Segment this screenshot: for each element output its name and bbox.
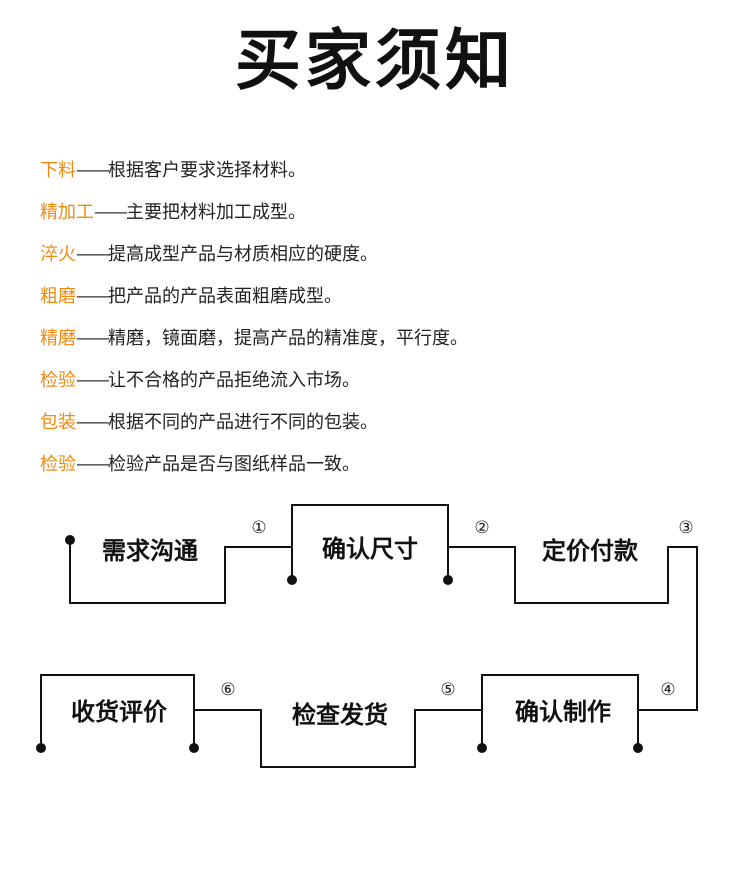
list-item: 精加工——主要把材料加工成型。	[40, 198, 468, 240]
item-dash: ——	[94, 202, 128, 223]
flow-step-2: 确认尺寸	[322, 535, 418, 563]
item-key: 精加工	[40, 202, 94, 223]
step-number-5: ⑤	[440, 680, 455, 700]
item-desc: 让不合格的产品拒绝流入市场。	[108, 370, 360, 391]
item-dash: ——	[76, 286, 110, 307]
item-key: 粗磨	[40, 286, 76, 307]
item-key: 下料	[40, 160, 76, 181]
item-dash: ——	[76, 412, 110, 433]
flow-connector-lines	[40, 504, 698, 768]
item-desc: 检验产品是否与图纸样品一致。	[108, 454, 360, 475]
list-item: 下料——根据客户要求选择材料。	[40, 156, 468, 198]
flow-endpoint-dots	[36, 535, 643, 753]
list-item: 淬火——提高成型产品与材质相应的硬度。	[40, 240, 468, 282]
item-desc: 精磨，镜面磨，提高产品的精准度，平行度。	[108, 328, 468, 349]
flow-step-1: 需求沟通	[102, 537, 198, 565]
step-number-1: ①	[251, 518, 266, 538]
list-item: 精磨——精磨，镜面磨，提高产品的精准度，平行度。	[40, 324, 468, 366]
item-desc: 根据客户要求选择材料。	[108, 160, 306, 181]
item-dash: ——	[76, 328, 110, 349]
step-number-2: ②	[474, 518, 489, 538]
item-key: 淬火	[40, 244, 76, 265]
item-key: 精磨	[40, 328, 76, 349]
page-title: 买家须知	[235, 22, 515, 99]
list-item: 粗磨——把产品的产品表面粗磨成型。	[40, 282, 468, 324]
list-item: 检验——检验产品是否与图纸样品一致。	[40, 450, 468, 492]
list-item: 包装——根据不同的产品进行不同的包装。	[40, 408, 468, 450]
item-key: 检验	[40, 370, 76, 391]
step-number-4: ④	[660, 680, 675, 700]
item-desc: 把产品的产品表面粗磨成型。	[108, 286, 342, 307]
item-desc: 提高成型产品与材质相应的硬度。	[108, 244, 378, 265]
item-dash: ——	[76, 160, 110, 181]
item-desc: 根据不同的产品进行不同的包装。	[108, 412, 378, 433]
flow-step-5: 检查发货	[292, 701, 388, 729]
flow-step-3: 定价付款	[542, 537, 639, 565]
flow-step-6: 收货评价	[71, 698, 168, 726]
item-dash: ——	[76, 454, 110, 475]
list-item: 检验——让不合格的产品拒绝流入市场。	[40, 366, 468, 408]
item-dash: ——	[76, 244, 110, 265]
process-list: 下料——根据客户要求选择材料。 精加工——主要把材料加工成型。 淬火——提高成型…	[40, 156, 468, 492]
item-key: 检验	[40, 454, 76, 475]
item-key: 包装	[40, 412, 76, 433]
flow-step-4: 确认制作	[515, 698, 611, 726]
process-flow-diagram: 需求沟通 确认尺寸 定价付款 确认制作 检查发货 收货评价 ① ② ③ ④ ⑤ …	[36, 504, 698, 768]
item-desc: 主要把材料加工成型。	[126, 202, 306, 223]
item-dash: ——	[76, 370, 110, 391]
step-number-3: ③	[678, 518, 693, 538]
step-number-6: ⑥	[220, 680, 235, 700]
